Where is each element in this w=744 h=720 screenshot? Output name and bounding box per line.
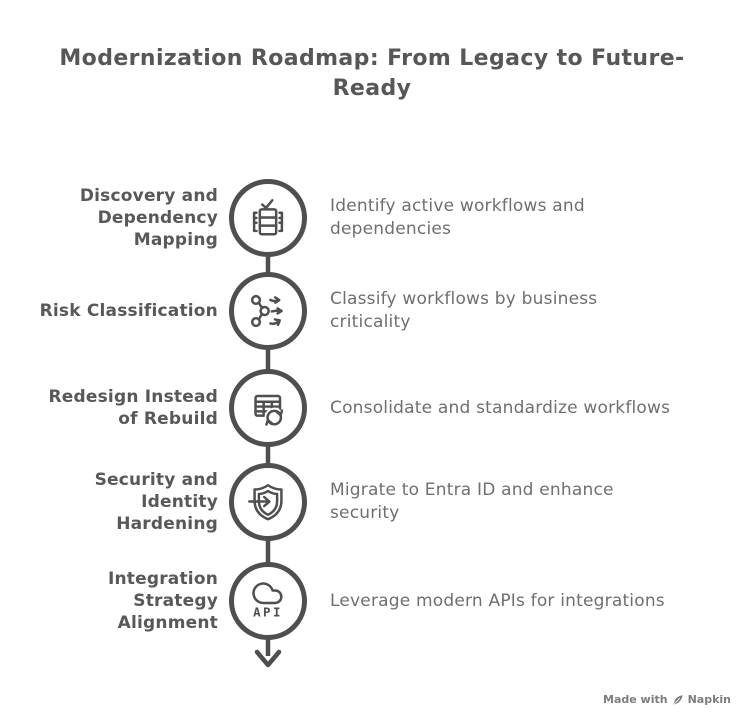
step-label: Integration Strategy Alignment <box>107 568 218 634</box>
api-icon-text: API <box>253 604 283 619</box>
step-circle <box>229 179 307 257</box>
page-title: Modernization Roadmap: From Legacy to Fu… <box>59 46 685 101</box>
step-row-security: Security and Identity Hardening Migrate … <box>0 459 744 545</box>
server-check-icon <box>252 199 284 236</box>
watermark-prefix: Made with <box>603 693 668 706</box>
step-label: Redesign Instead of Rebuild <box>48 386 218 429</box>
napkin-logo-icon <box>672 694 683 705</box>
step-description: Consolidate and standardize workflows <box>330 397 671 418</box>
cloud-api-icon: API <box>252 582 283 619</box>
step-circle <box>229 369 307 447</box>
watermark-brand: Napkin <box>687 693 731 706</box>
napkin-watermark: Made with Napkin <box>603 693 731 706</box>
step-label: Risk Classification <box>39 300 218 321</box>
step-description: Classify workflows by business criticali… <box>330 289 598 332</box>
step-row-discovery: Discovery and Dependency Mapping Identif… <box>0 175 744 261</box>
down-arrowhead-icon <box>254 649 282 668</box>
step-description: Identify active workflows and dependenci… <box>330 196 585 239</box>
step-row-integration: Integration Strategy Alignment API Lever… <box>0 558 744 644</box>
step-description: Leverage modern APIs for integrations <box>330 590 665 611</box>
table-refresh-icon <box>254 394 285 428</box>
step-description: Migrate to Entra ID and enhance security <box>330 480 614 523</box>
step-label: Security and Identity Hardening <box>94 469 218 535</box>
shield-arrow-icon <box>248 483 283 521</box>
step-circle <box>229 463 307 541</box>
step-row-risk: Risk Classification Classify workflows b… <box>0 268 744 354</box>
branch-arrows-icon <box>250 294 283 328</box>
step-row-redesign: Redesign Instead of Rebuild Consolidate … <box>0 365 744 451</box>
step-circle <box>229 272 307 350</box>
step-label: Discovery and Dependency Mapping <box>79 185 218 251</box>
step-circle: API <box>229 562 307 640</box>
